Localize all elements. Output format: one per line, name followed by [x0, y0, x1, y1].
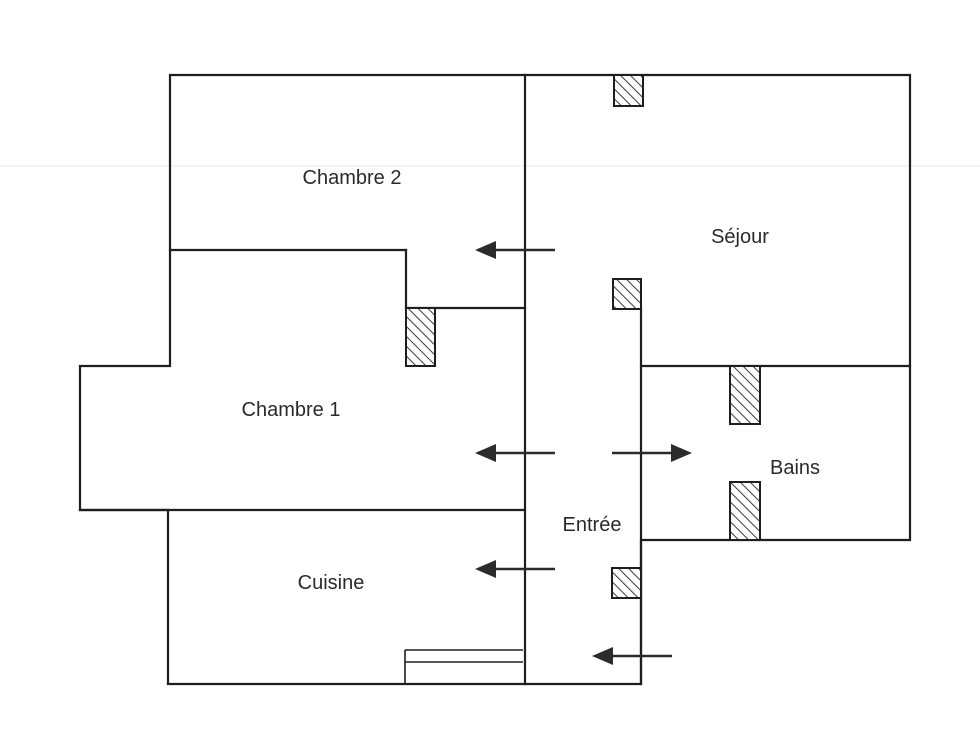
arrow-right-icon	[612, 444, 692, 462]
outer-wall	[78, 73, 912, 686]
kitchen-counter	[404, 649, 523, 684]
room-label-entree: Entrée	[563, 514, 622, 536]
arrow-left-icon	[475, 560, 555, 578]
pillar	[729, 365, 761, 425]
room-label-cuisine: Cuisine	[298, 572, 365, 594]
arrow-left-icon	[475, 444, 555, 462]
pillar	[729, 481, 761, 541]
arrow-left-icon	[475, 241, 555, 259]
arrows	[475, 241, 692, 665]
arrow-left-icon	[592, 647, 672, 665]
room-label-bains: Bains	[770, 457, 820, 479]
room-labels: Chambre 2 Séjour Chambre 1 Bains Entrée …	[242, 167, 820, 594]
room-label-chambre-1: Chambre 1	[242, 399, 341, 421]
pillar	[612, 278, 642, 310]
pillars	[405, 74, 761, 599]
room-label-sejour: Séjour	[711, 226, 769, 248]
pillar	[613, 74, 644, 107]
pillar	[405, 307, 436, 367]
room-label-chambre-2: Chambre 2	[303, 167, 402, 189]
pillar	[611, 567, 642, 599]
